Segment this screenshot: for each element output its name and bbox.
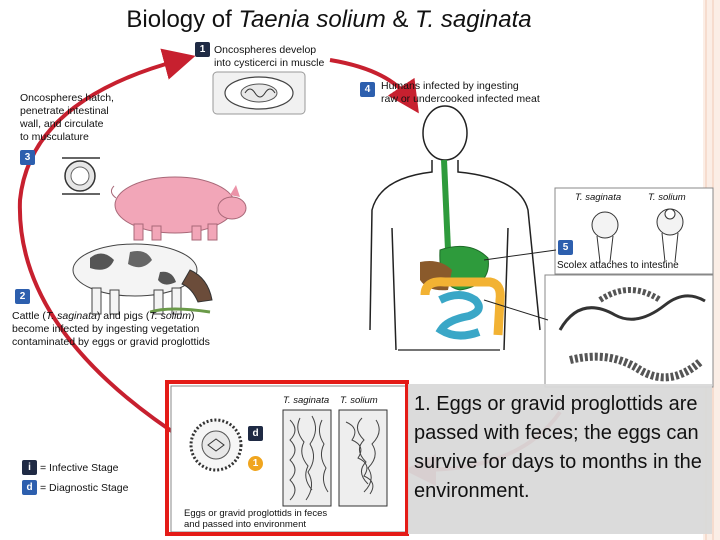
cycle-arrow-top	[329, 58, 419, 114]
step-2-label: Cattle (T. saginata) and pigs (T. solium…	[12, 310, 210, 348]
scolex-panel	[554, 187, 714, 275]
cow-illustration	[72, 243, 213, 315]
callout-text: 1. Eggs or gravid proglottids are passed…	[414, 393, 702, 502]
step-2-badge: 2	[15, 289, 30, 304]
legend-diagnostic-label: = Diagnostic Stage	[40, 482, 129, 494]
pointer-line	[483, 299, 549, 321]
scolex-label-saginata: T. saginata	[575, 192, 622, 203]
eggs-col-saginata: T. saginata	[283, 395, 330, 406]
step-3-badge: 3	[20, 150, 35, 165]
step-5-label: Scolex attaches to intestine	[557, 260, 679, 271]
pig-illustration	[110, 176, 247, 241]
scolex-label-solium: T. solium	[648, 192, 686, 203]
step-1-badge: 1	[195, 42, 210, 57]
legend-infective-label: = Infective Stage	[40, 462, 119, 474]
oncosphere	[62, 157, 100, 195]
eggs-col-solium: T. solium	[340, 395, 378, 406]
callout-background	[408, 384, 712, 534]
eggs-proglottids-panel	[170, 385, 408, 533]
step-4-badge: 4	[360, 82, 375, 97]
infective-badge: 1	[248, 456, 263, 471]
cysticercus-in-muscle	[212, 71, 306, 115]
page-title: Biology of Taenia solium & T. saginata	[126, 6, 532, 33]
diagnostic-badge: d	[248, 426, 263, 441]
step-5-badge: 5	[558, 240, 573, 255]
cycle-arrow-left	[17, 48, 196, 442]
legend-diagnostic-badge: d	[22, 480, 37, 495]
pointer-line	[483, 249, 557, 261]
human-body	[369, 105, 541, 351]
highlight-box	[165, 380, 409, 536]
step-3-label: Oncospheres hatch,penetrate intestinal w…	[20, 92, 114, 143]
adult-worm-panel	[544, 274, 714, 388]
legend-infective-badge: i	[22, 460, 37, 475]
